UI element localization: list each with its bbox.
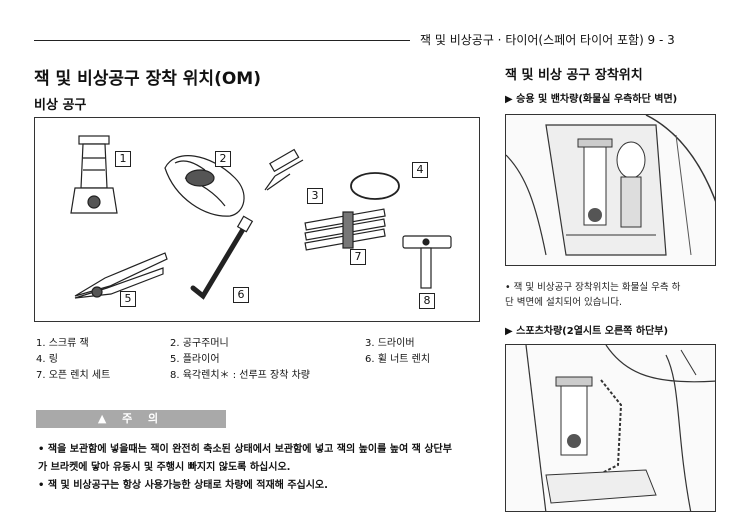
wheel-nut-wrench-icon <box>190 223 248 300</box>
callout-3: 3 <box>307 188 323 204</box>
cargo-jack-illustration <box>506 115 715 265</box>
sports-seat-photo <box>505 344 716 512</box>
callout-1: 1 <box>115 151 131 167</box>
running-header: 잭 및 비상공구 · 타이어(스페어 타이어 포함) 9 - 3 <box>420 33 675 47</box>
legend-item: 4. 링 <box>36 354 58 365</box>
caution-banner: ▲ 주 의 <box>36 410 226 428</box>
callout-8: 8 <box>419 293 435 309</box>
callout-2: 2 <box>215 151 231 167</box>
header-rule <box>34 40 410 41</box>
right-section-title: 잭 및 비상 공구 장착위치 <box>505 68 643 83</box>
screwdriver-icon <box>264 148 304 191</box>
callout-5: 5 <box>120 291 136 307</box>
legend-item: 5. 플라이어 <box>170 354 220 365</box>
tools-figure: 1 2 3 4 5 6 7 8 <box>34 117 480 322</box>
legend-item: 6. 휠 너트 렌치 <box>365 354 431 365</box>
section-subtitle: 비상 공구 <box>34 98 87 113</box>
ring-icon <box>350 172 400 200</box>
tool-bag-icon <box>164 155 245 217</box>
caution-line: • 잭을 보관함에 넣을때는 잭이 완전히 축소된 상태에서 보관함에 넣고 잭… <box>38 444 452 455</box>
pliers-icon <box>74 252 168 299</box>
hex-wrench-icon <box>402 235 452 289</box>
legend-item: 3. 드라이버 <box>365 338 415 349</box>
page-title: 잭 및 비상공구 장착 위치(OM) <box>34 69 261 89</box>
callout-4: 4 <box>412 162 428 178</box>
location-note: 단 벽면에 설치되어 있습니다. <box>505 297 622 308</box>
location-note: • 잭 및 비상공구 장착위치는 화물실 우측 하 <box>505 282 681 293</box>
legend-item: 1. 스크류 잭 <box>36 338 89 349</box>
section-sports: ▶ 스포츠차량(2열시트 오른쪽 하단부) <box>505 326 669 337</box>
legend-item: 7. 오픈 렌치 세트 <box>36 370 111 381</box>
legend-item: 8. 육각렌치＊ : 선루프 장착 차량 <box>170 370 311 381</box>
callout-6: 6 <box>233 287 249 303</box>
section-sedan-van: ▶ 승용 및 밴차량(화물실 우측하단 벽면) <box>505 94 678 105</box>
caution-line: 가 브라켓에 닿아 유동시 및 주행시 빠지지 않도록 하십시오. <box>38 462 291 473</box>
open-wrench-set-icon <box>304 208 386 251</box>
seat-jack-illustration <box>506 345 715 511</box>
callout-7: 7 <box>350 249 366 265</box>
caution-line: • 잭 및 비상공구는 항상 사용가능한 상태로 차량에 적재해 주십시오. <box>38 480 328 491</box>
legend-item: 2. 공구주머니 <box>170 338 229 349</box>
tools-illustration <box>70 135 452 300</box>
screw-jack-icon <box>70 135 118 214</box>
sedan-cargo-photo <box>505 114 716 266</box>
